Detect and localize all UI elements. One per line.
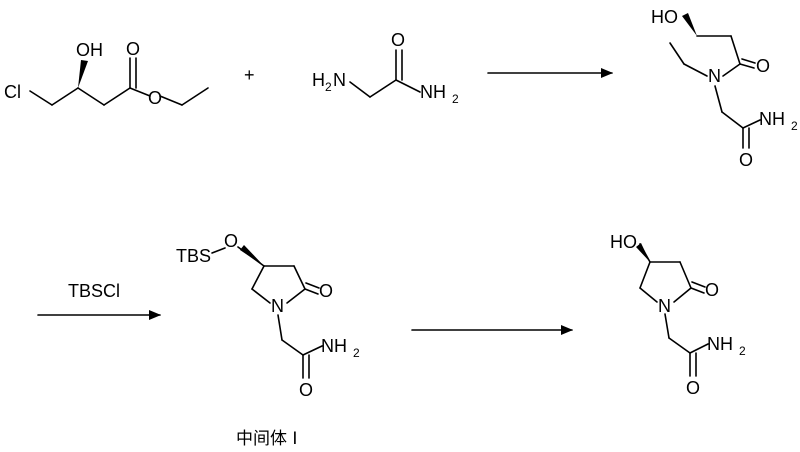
plus-sign: + <box>244 65 255 85</box>
product-hydroxy-pyrrolidinone: HO N O NH 2 O <box>651 7 798 170</box>
amide-subscript: 2 <box>452 92 459 106</box>
amide-subscript: 2 <box>353 346 360 360</box>
hydroxyl-label: HO <box>610 232 637 252</box>
ring-carbonyl-oxygen-label: O <box>756 56 770 76</box>
intermediate-tbs-ether: TBS O N O NH 2 O <box>176 231 360 400</box>
ring-nitrogen-label: N <box>271 296 284 316</box>
carbonyl-oxygen-label: O <box>126 39 140 59</box>
wedge-bond <box>682 13 697 36</box>
hydroxyl-label: HO <box>651 7 678 27</box>
ring-nitrogen-label: N <box>658 296 671 316</box>
reactant-glycinamide: H 2 N O NH 2 <box>312 30 459 106</box>
amide-nh-label: NH <box>759 109 785 129</box>
amide-subscript: 2 <box>739 344 746 358</box>
tbs-label: TBS <box>176 246 211 266</box>
wedge-bond <box>78 60 88 88</box>
hydroxyl-label: OH <box>76 40 103 60</box>
amide-nh-label: NH <box>321 336 347 356</box>
amine-h-label: H <box>312 70 325 90</box>
amide-nh-label: NH <box>707 334 733 354</box>
amine-n-label: N <box>333 70 346 90</box>
reactant-chloro-hydroxy-ester: Cl OH O O <box>4 39 209 108</box>
ring-nitrogen-label: N <box>708 66 721 86</box>
ring-carbonyl-oxygen-label: O <box>319 281 333 301</box>
amide-subscript: 2 <box>791 119 798 133</box>
amide-oxygen-label: O <box>299 380 313 400</box>
silyl-ether-oxygen-label: O <box>224 231 238 251</box>
carbonyl-oxygen-label: O <box>391 30 405 50</box>
ring-carbonyl-oxygen-label: O <box>705 280 719 300</box>
final-product-hydroxy-pyrrolidinone: HO N O NH 2 O <box>610 232 746 398</box>
amide-nh-label: NH <box>420 82 446 102</box>
ester-oxygen-label: O <box>148 88 162 108</box>
amine-subscript: 2 <box>325 80 332 94</box>
wedge-bond <box>240 245 264 266</box>
amide-oxygen-label: O <box>686 378 700 398</box>
wedge-bond <box>636 243 650 262</box>
chlorine-label: Cl <box>4 82 21 102</box>
reagent-label: TBSCl <box>68 281 120 301</box>
amide-oxygen-label: O <box>739 150 753 170</box>
intermediate-caption: 中间体 I <box>236 429 297 449</box>
